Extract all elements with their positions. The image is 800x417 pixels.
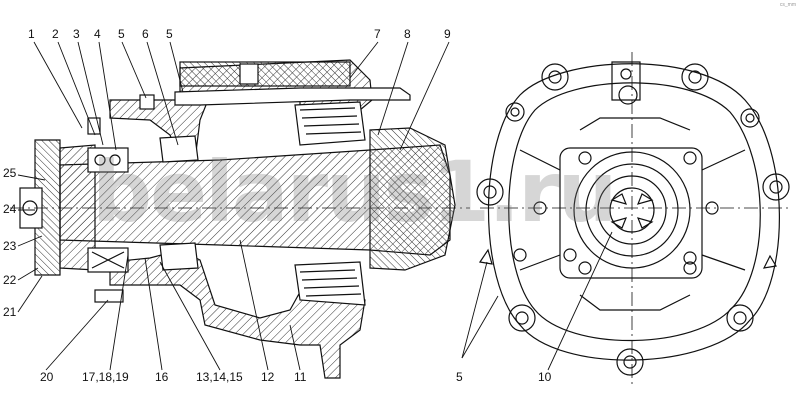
callout-21: 21: [3, 305, 17, 319]
section-view: [10, 59, 470, 379]
callout-5b: 5: [166, 27, 173, 41]
leader-lines-right: [461, 231, 613, 371]
bearing-small-lower: [159, 242, 199, 271]
input-flange: [34, 139, 61, 276]
callout-25: 25: [3, 166, 17, 180]
callout-24: 24: [3, 202, 17, 216]
callout-3: 3: [73, 27, 80, 41]
callout-7: 7: [374, 27, 381, 41]
pinion-shaft: [59, 144, 451, 256]
callout-1: 1: [28, 27, 35, 41]
callout-5-right: 5: [456, 370, 463, 384]
bearing-small-upper: [159, 135, 199, 163]
callout-6: 6: [142, 27, 149, 41]
callout-23: 23: [3, 239, 17, 253]
callout-22: 22: [3, 273, 17, 287]
callout-2: 2: [52, 27, 59, 41]
callout-8: 8: [404, 27, 411, 41]
callout-9: 9: [444, 27, 451, 41]
callout-12: 12: [261, 370, 275, 384]
bearing-lower: [294, 261, 366, 306]
bevel-gear: [369, 127, 456, 271]
callout-13-14-15: 13,14,15: [196, 370, 243, 384]
callout-4: 4: [94, 27, 101, 41]
cover-plate: [559, 147, 703, 279]
callout-16: 16: [155, 370, 169, 384]
callout-17-18-19: 17,18,19: [82, 370, 129, 384]
leader-lines-left: [17, 41, 450, 371]
callout-10: 10: [538, 370, 552, 384]
end-view-outer-flange: [488, 63, 780, 361]
end-view: [476, 52, 790, 385]
corner-mark: cs_mm: [779, 2, 796, 8]
callout-5a: 5: [118, 27, 125, 41]
watermark: belarus1.ru: [92, 143, 617, 241]
callout-11: 11: [294, 370, 307, 384]
callout-20: 20: [40, 370, 54, 384]
